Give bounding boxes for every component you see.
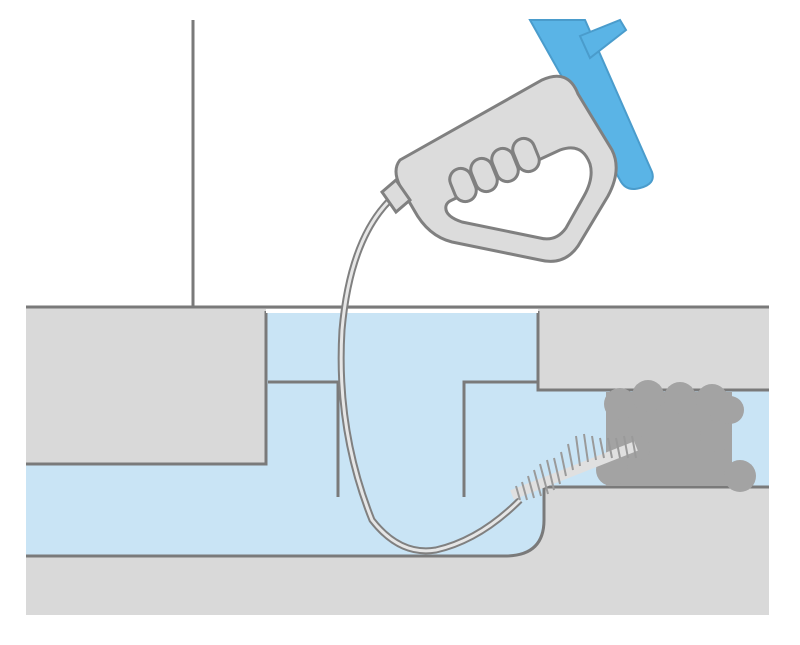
auger-cable-icon [337,197,638,555]
left-baffle [268,380,340,497]
auger-coil [510,433,638,501]
pipe-water [26,311,769,556]
drain-pipe [26,309,769,558]
auger-handle [528,18,654,190]
grip-ridges [448,136,541,204]
nozzle [379,177,413,215]
clog-icon [596,380,756,492]
right-baffle [462,380,538,497]
drain-auger-icon [379,74,618,263]
grip-opening [444,146,593,241]
